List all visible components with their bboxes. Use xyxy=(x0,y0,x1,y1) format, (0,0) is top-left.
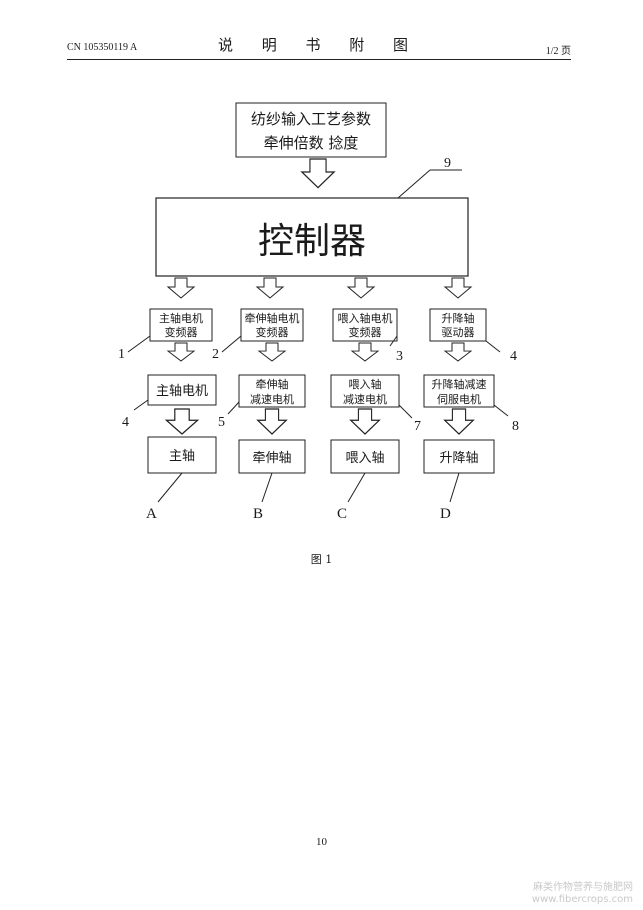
arrow-lift-motor-to-shaft xyxy=(444,408,474,435)
lift-motor-ref: 8 xyxy=(512,419,519,434)
controller-ref: 9 xyxy=(444,156,451,171)
feed-motor-ref-leader xyxy=(398,404,413,419)
draft-motor-box: 牵伸轴 减速电机 xyxy=(238,374,306,408)
feed-shaft-ref-leader xyxy=(347,472,366,503)
main-motor-box: 主轴电机 xyxy=(147,374,217,406)
header-rule xyxy=(67,59,571,60)
watermark-line2: www.fibercrops.com xyxy=(531,894,633,905)
main-inverter-line1: 主轴电机 xyxy=(159,311,203,325)
feed-inverter-line2: 变频器 xyxy=(349,325,382,339)
lift-motor-ref-leader xyxy=(493,404,509,417)
feed-motor-line2: 减速电机 xyxy=(343,392,387,406)
main-motor-label: 主轴电机 xyxy=(156,384,208,399)
arrow-controller-to-main-inverter xyxy=(167,277,195,299)
main-shaft-ref-leader xyxy=(157,472,183,503)
controller-box: 控制器 xyxy=(155,197,469,277)
draft-motor-line2: 减速电机 xyxy=(250,392,294,406)
lift-shaft-ref-leader xyxy=(449,472,460,503)
draft-shaft-label: 牵伸轴 xyxy=(252,451,291,466)
draft-shaft-box: 牵伸轴 xyxy=(238,439,306,474)
lift-shaft-box: 升降轴 xyxy=(423,439,495,474)
feed-motor-ref: 7 xyxy=(414,419,421,434)
arrow-draft-motor-to-shaft xyxy=(257,408,287,435)
draft-motor-line1: 牵伸轴 xyxy=(256,377,289,391)
draft-shaft-ref-leader xyxy=(261,472,273,503)
lift-driver-ref: 4 xyxy=(510,349,517,364)
lift-motor-box: 升降轴减速 伺服电机 xyxy=(423,374,495,408)
patent-number: CN 105350119 A xyxy=(67,42,138,53)
feed-inverter-ref-leader xyxy=(389,335,398,347)
figure-caption: 图 1 xyxy=(310,553,333,566)
main-inverter-line2: 变频器 xyxy=(165,325,198,339)
arrow-feed-motor-to-shaft xyxy=(350,408,380,435)
arrow-draft-inverter-to-motor xyxy=(258,342,286,362)
watermark-line1: 麻类作物营养与施肥网 xyxy=(533,882,633,893)
feed-inverter-line1: 喂入轴电机 xyxy=(338,311,393,325)
lift-shaft-label: 升降轴 xyxy=(439,451,478,466)
lift-motor-line1: 升降轴减速 xyxy=(432,377,487,391)
arrow-lift-driver-to-motor xyxy=(444,342,472,362)
lift-driver-line2: 驱动器 xyxy=(442,326,475,339)
main-inverter-box: 主轴电机 变频器 xyxy=(149,308,213,342)
draft-inverter-line2: 变频器 xyxy=(256,325,289,339)
header-title: 说 明 书 附 图 xyxy=(217,36,421,54)
page-count: 1/2 页 xyxy=(545,46,571,57)
draft-motor-ref: 5 xyxy=(218,415,225,430)
input-params-line2: 牵伸倍数 捻度 xyxy=(264,134,359,152)
main-inverter-ref-leader xyxy=(127,335,151,353)
main-shaft-label: 主轴 xyxy=(169,449,195,464)
feed-shaft-ref: C xyxy=(337,506,347,522)
lift-driver-box: 升降轴 驱动器 xyxy=(429,308,487,342)
lift-motor-line2: 伺服电机 xyxy=(437,392,481,406)
arrow-input-to-controller xyxy=(301,158,335,189)
page-header: CN 105350119 A 说 明 书 附 图 1/2 页 xyxy=(67,34,571,57)
lift-driver-line1: 升降轴 xyxy=(442,311,475,325)
input-params-line1: 纺纱输入工艺参数 xyxy=(251,110,371,128)
feed-shaft-label: 喂入轴 xyxy=(345,451,384,466)
arrow-main-inverter-to-motor xyxy=(167,342,195,362)
main-shaft-box: 主轴 xyxy=(147,436,217,474)
main-shaft-ref: A xyxy=(146,506,157,522)
draft-inverter-ref-leader xyxy=(221,335,242,353)
main-motor-ref: 4 xyxy=(122,415,129,430)
draft-inverter-line1: 牵伸轴电机 xyxy=(245,311,300,325)
arrow-controller-to-lift-driver xyxy=(444,277,472,299)
controller-label: 控制器 xyxy=(258,221,366,262)
main-inverter-ref: 1 xyxy=(118,347,125,362)
arrow-feed-inverter-to-motor xyxy=(351,342,379,362)
arrow-controller-to-draft-inverter xyxy=(256,277,284,299)
main-motor-ref-leader xyxy=(133,399,149,411)
lift-driver-ref-leader xyxy=(485,340,501,353)
feed-shaft-box: 喂入轴 xyxy=(330,439,400,474)
watermark: 麻类作物营养与施肥网 www.fibercrops.com xyxy=(532,882,633,906)
feed-inverter-box: 喂入轴电机 变频器 xyxy=(332,308,398,342)
input-params-box: 纺纱输入工艺参数 牵伸倍数 捻度 xyxy=(235,102,387,158)
draft-inverter-ref: 2 xyxy=(212,347,219,362)
feed-inverter-ref: 3 xyxy=(396,349,403,364)
arrow-controller-to-feed-inverter xyxy=(347,277,375,299)
draft-inverter-box: 牵伸轴电机 变频器 xyxy=(240,308,304,342)
controller-ref-leader xyxy=(397,169,431,199)
lift-shaft-ref: D xyxy=(440,506,451,522)
arrow-main-motor-to-shaft xyxy=(165,408,199,435)
page-number: 10 xyxy=(316,836,327,848)
draft-shaft-ref: B xyxy=(253,506,263,522)
feed-motor-line1: 喂入轴 xyxy=(349,377,382,391)
feed-motor-box: 喂入轴 减速电机 xyxy=(330,374,400,408)
draft-motor-ref-leader xyxy=(227,401,240,415)
